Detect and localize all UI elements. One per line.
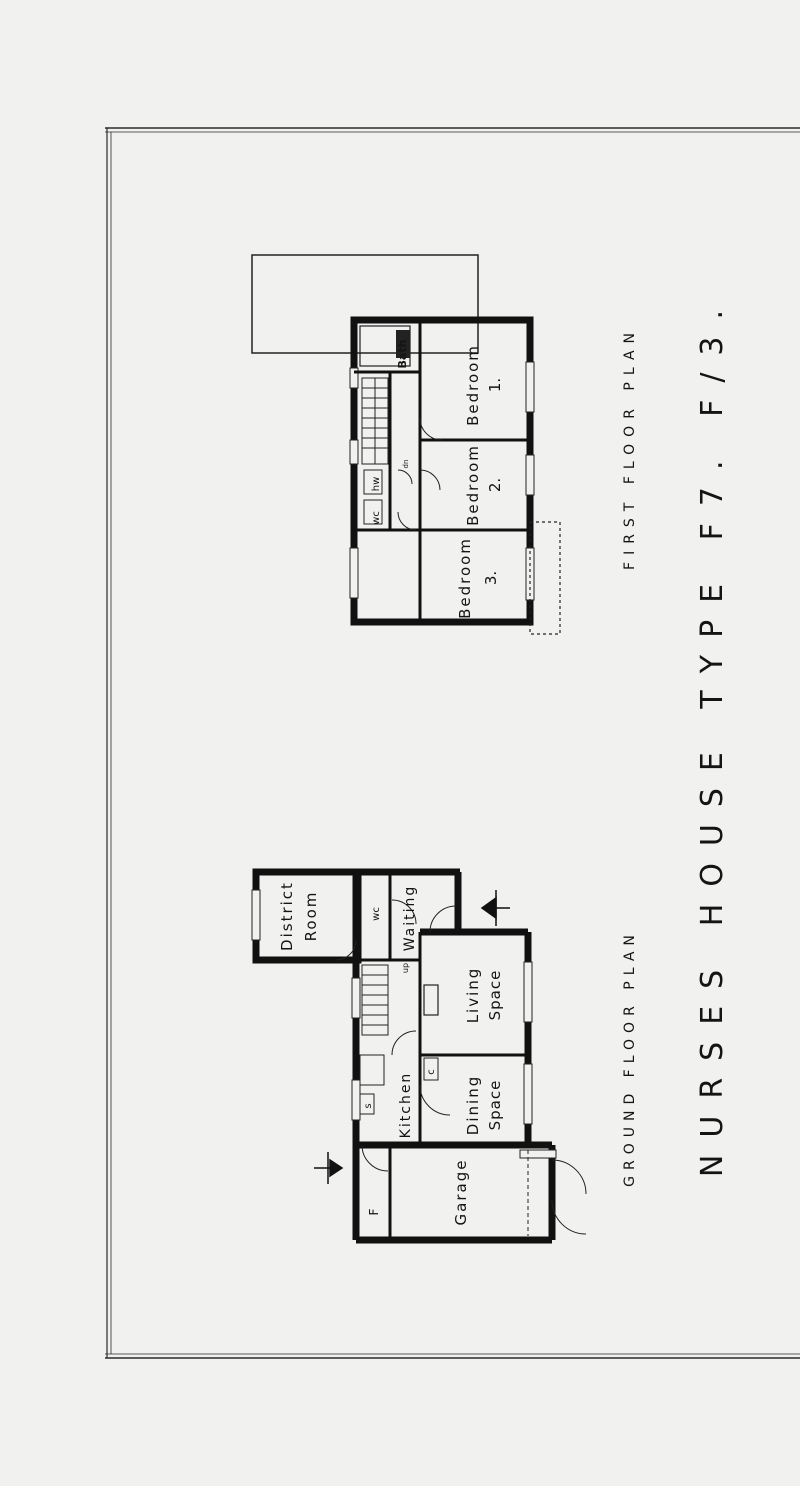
- sheet-border: [105, 127, 800, 1359]
- ground-floor-plan: District Room Waiting wc Living Space Di…: [251, 868, 587, 1244]
- bedroom-3-number: 3.: [482, 571, 500, 585]
- dining-space-label-2: Space: [486, 1080, 504, 1131]
- first-floor-plan-title: FIRST FLOOR PLAN: [622, 326, 638, 570]
- waiting-label: Waiting: [402, 885, 418, 952]
- ground-floor-wc-label: wc: [371, 907, 382, 921]
- garage-label: Garage: [452, 1159, 470, 1226]
- ground-floor-stairs: [361, 964, 389, 1036]
- bedroom-2-number: 2.: [486, 478, 504, 492]
- first-floor-outer-wall: [350, 316, 534, 626]
- first-floor-stairs: [361, 377, 389, 465]
- garage-entrance-arrow-icon: [314, 1152, 344, 1184]
- dining-space-label-1: Dining: [464, 1075, 482, 1135]
- first-floor-roof-outline: [251, 254, 479, 354]
- district-room-label-1: District: [278, 881, 296, 951]
- kitchen-label: Kitchen: [398, 1072, 414, 1139]
- hw-label: hw: [371, 477, 382, 492]
- house-type-title: NURSES HOUSE TYPE F7. F/3.: [695, 293, 730, 1177]
- district-room-label-2: Room: [302, 891, 320, 942]
- dn-label: dn: [402, 460, 410, 469]
- living-space-label-1: Living: [464, 967, 482, 1024]
- entrance-arrow-icon: [480, 890, 510, 926]
- ground-floor-plan-title: GROUND FLOOR PLAN: [622, 929, 638, 1187]
- living-space-label-2: Space: [486, 970, 504, 1021]
- f-label: F: [367, 1208, 381, 1215]
- c-label: c: [426, 1069, 437, 1075]
- bedroom-1-number: 1.: [486, 378, 504, 392]
- first-floor-plan: Bedroom 1. Bedroom 2. Bedroom 3. Bath wc…: [251, 254, 561, 635]
- bedroom-1-label: Bedroom: [464, 344, 482, 426]
- bath-label: Bath: [396, 340, 409, 369]
- first-floor-wc-label: wc: [371, 511, 382, 525]
- s-label: s: [363, 1103, 374, 1108]
- bedroom-3-label: Bedroom: [456, 537, 474, 619]
- bedroom-2-label: Bedroom: [464, 444, 482, 526]
- up-label: up: [401, 963, 410, 973]
